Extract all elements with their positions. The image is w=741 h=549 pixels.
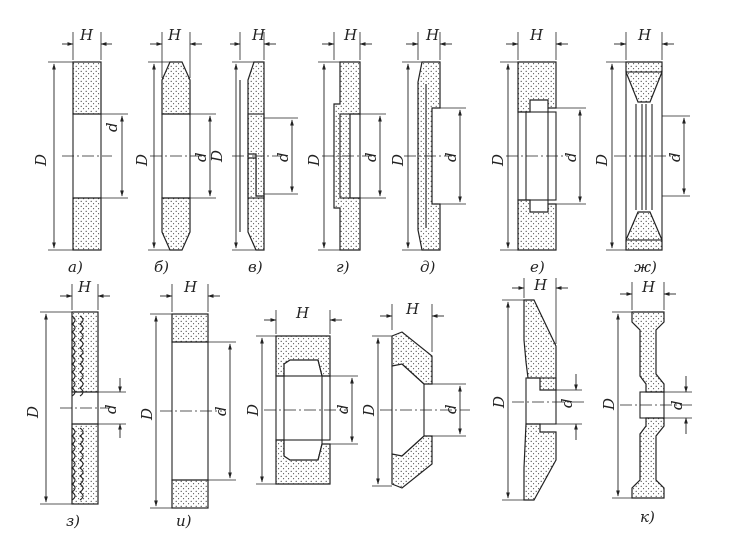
label-H: H [251,26,266,44]
figure-a: H D d а) [32,26,128,276]
caption-b: б) [154,258,169,276]
label-H: H [425,26,440,44]
label-d: d [334,404,352,414]
label-d: d [442,152,460,162]
wheel-section-bottom [161,197,191,251]
caption-zh: ж) [634,258,657,276]
caption-i: и) [176,512,192,530]
figure-zh: H D d ж) [593,26,690,276]
caption-a: а) [68,258,83,276]
label-D2: D [208,150,226,163]
figure-z: H D d з) [24,278,126,530]
caption-e: е) [530,258,545,276]
label-D: D [389,154,407,167]
label-d: d [192,152,210,162]
label-d: d [668,400,686,410]
caption-z: з) [66,512,80,530]
label-d: d [212,406,230,416]
label-d: d [442,404,460,414]
label-D: D [600,398,618,411]
figure-k: H D d к) [600,278,694,526]
wheel-section-bottom [247,157,265,251]
label-D: D [244,404,262,417]
wheel-section-top [72,61,102,115]
label-H: H [343,26,358,44]
label-d: d [103,122,121,132]
label-H: H [529,26,544,44]
label-d: d [562,152,580,162]
figure-v: H d в) [230,26,298,276]
label-H: H [637,26,652,44]
wheel-section-top [517,61,557,113]
figure-dish: H D d [490,276,586,501]
figure-e: H D d е) [489,26,586,276]
label-H: H [641,278,656,296]
wheel-section-bottom [72,197,102,251]
wheel-section-bottom [517,199,557,251]
label-H: H [295,304,310,322]
caption-dd: д) [420,258,436,276]
label-D: D [133,154,151,167]
label-D: D [490,396,508,409]
figure-cup: H D d [244,304,358,485]
label-d: d [274,152,292,162]
figure-dd: H D d д) [389,26,466,276]
label-d: d [558,398,576,408]
caption-k: к) [640,508,655,526]
label-D: D [305,154,323,167]
wheel-section-top [625,61,663,103]
label-H: H [183,278,198,296]
label-d: d [102,404,120,414]
figure-cone: H D d [360,300,470,489]
label-H: H [167,26,182,44]
label-H: H [533,276,548,294]
caption-g: г) [336,258,350,276]
figure-g: H D d г) [305,26,386,276]
label-H: H [77,278,92,296]
label-H: H [79,26,94,44]
caption-v: в) [248,258,263,276]
label-d: d [666,152,684,162]
figure-i: H D d и) [138,278,236,530]
wheel-section-bottom [625,211,663,251]
wheel-section-top [161,61,191,115]
label-D: D [138,408,156,421]
label-d: d [362,152,380,162]
label-D: D [24,406,42,419]
label-D: D [489,154,507,167]
label-H: H [405,300,420,318]
label-D: D [32,154,50,167]
figure-b: H D d D б) [133,26,226,276]
label-D: D [593,154,611,167]
label-D: D [360,404,378,417]
